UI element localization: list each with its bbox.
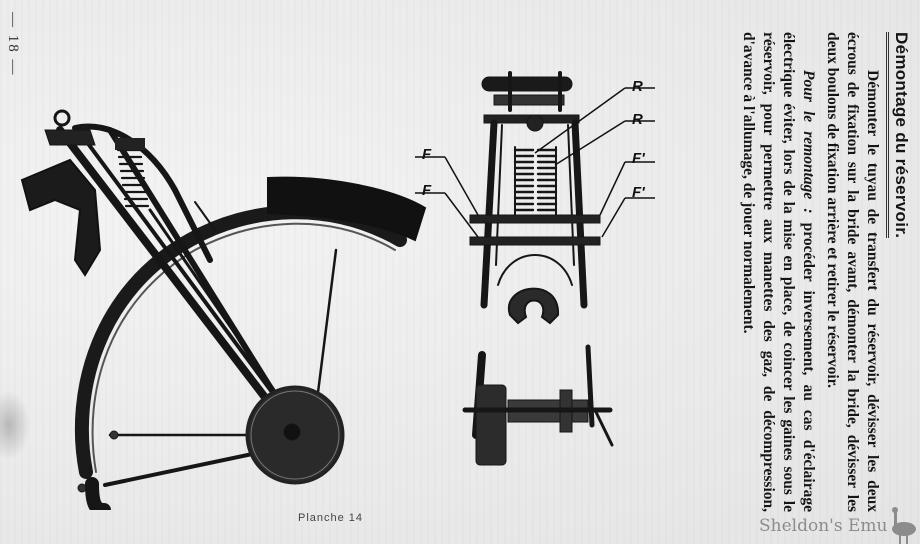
paragraph-disassembly: Démonter le tuyau de transfert du réserv… — [824, 32, 881, 512]
label-f-lower: F — [422, 182, 432, 199]
section-text-block: Démontage du réservoir. Démonter le tuya… — [672, 32, 911, 512]
figure-caption: Planche 14 — [298, 512, 364, 524]
front-fork-mudguard-illustration — [20, 109, 427, 510]
label-f-upper: F — [422, 146, 432, 163]
watermark-text: Sheldon's Emu — [759, 516, 888, 536]
reassembly-heading: Pour le remontage : — [800, 70, 817, 214]
emu-logo-icon — [892, 507, 916, 544]
fork-spring-assembly-illustration — [415, 71, 655, 466]
page-number: — 18 — — [5, 12, 21, 77]
label-f-prime-upper: F' — [632, 150, 645, 167]
scan-smudge — [0, 390, 30, 460]
paragraph-reassembly: Pour le remontage : procéder inversement… — [738, 32, 818, 512]
section-title: Démontage du réservoir. — [886, 32, 911, 239]
label-f-prime-lower: F' — [632, 184, 645, 201]
label-r-lower: R — [632, 111, 643, 128]
label-r-upper: R — [632, 78, 643, 95]
